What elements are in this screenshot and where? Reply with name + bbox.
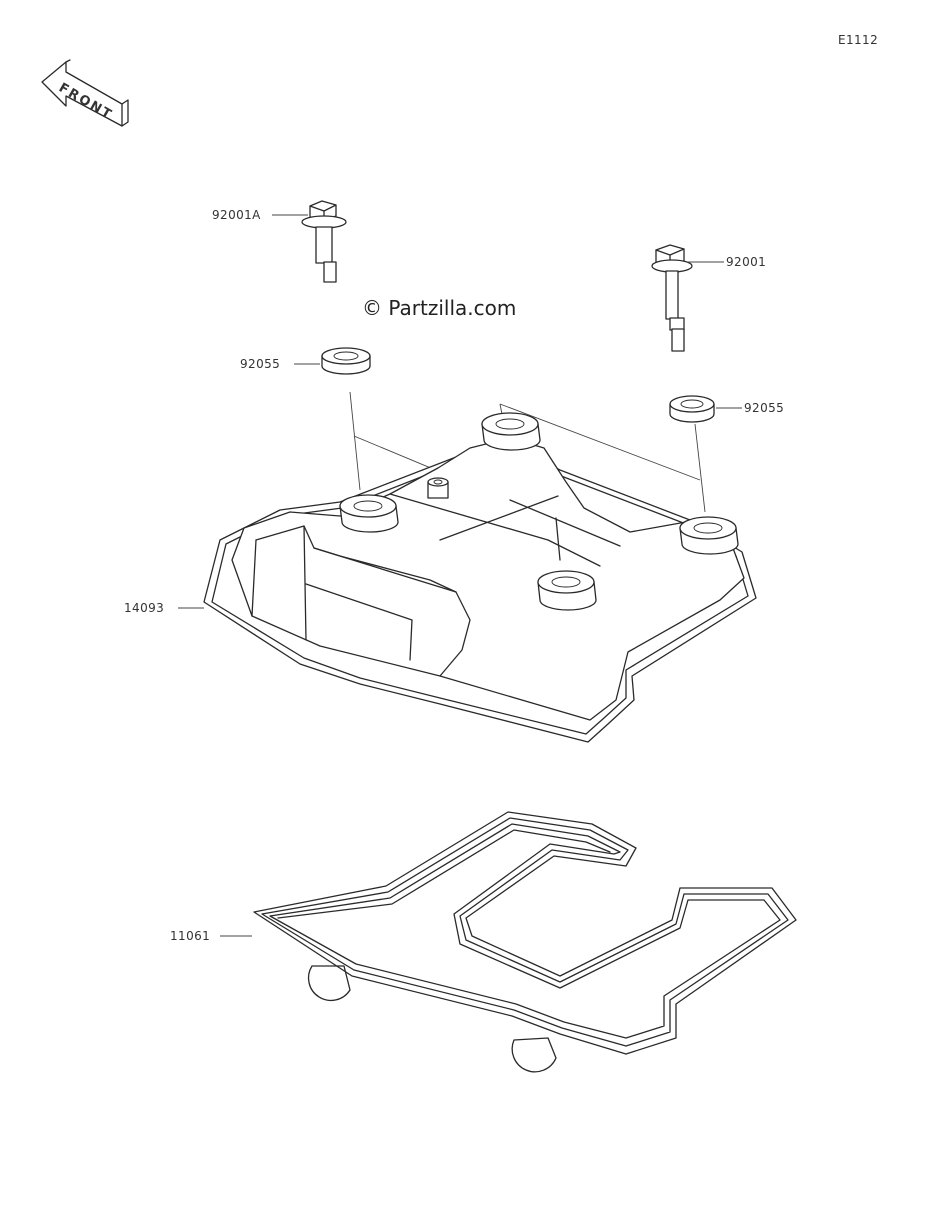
bolt-icon bbox=[651, 244, 693, 352]
part-label-92001a: 92001A bbox=[212, 208, 261, 222]
bolt-a-icon bbox=[301, 200, 347, 283]
grommet-right-icon bbox=[669, 395, 715, 423]
cylinder-head-cover-icon bbox=[203, 412, 757, 743]
part-label-92055-left: 92055 bbox=[240, 357, 280, 371]
part-label-92001: 92001 bbox=[726, 255, 766, 269]
front-arrow-icon: FRONT bbox=[41, 59, 129, 127]
part-label-14093: 14093 bbox=[124, 601, 164, 615]
watermark: © Partzilla.com bbox=[362, 296, 516, 320]
grommet-left-icon bbox=[321, 347, 371, 375]
gasket-icon bbox=[253, 811, 797, 1073]
part-label-11061: 11061 bbox=[170, 929, 210, 943]
diagram-code: E1112 bbox=[838, 33, 878, 47]
part-label-92055-right: 92055 bbox=[744, 401, 784, 415]
